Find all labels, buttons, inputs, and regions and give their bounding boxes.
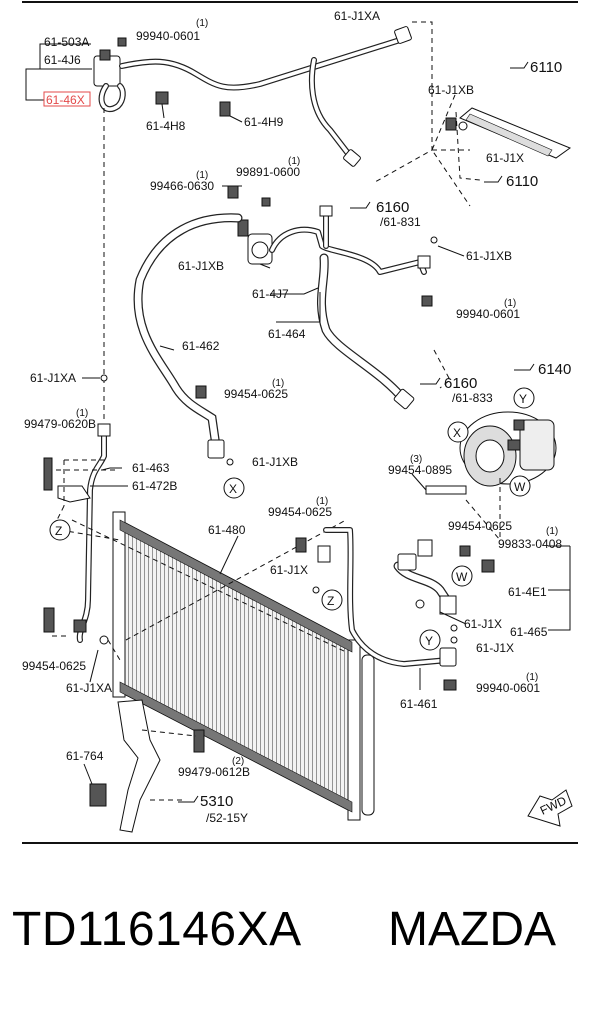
- label-61-4j7: 61-4J7: [252, 287, 289, 301]
- label-61-480: 61-480: [208, 523, 246, 537]
- qty-99940-0601-b: (1): [504, 298, 516, 309]
- svg-text:W: W: [456, 570, 468, 584]
- ref-6110-b: 6110: [506, 173, 538, 190]
- qty-99454-0895: (3): [410, 454, 422, 465]
- label-99833-0408: 99833-0408: [498, 537, 562, 551]
- qty-99454-0625-c: (1): [546, 526, 558, 537]
- qty-99940-0601-a: (1): [196, 18, 208, 29]
- label-61-463: 61-463: [132, 461, 170, 475]
- ref-6110-a: 6110: [530, 59, 562, 76]
- marker-w-compressor: W: [509, 475, 531, 497]
- label-61-4e1: 61-4E1: [508, 585, 547, 599]
- parts-diagram: 61-503A 61-4J6 61-46X (1) 99940-0601 61-…: [22, 1, 578, 844]
- label-99466-0630: 99466-0630: [150, 179, 214, 193]
- compressor: [459, 411, 557, 487]
- qty-99891-0600: (1): [288, 156, 300, 167]
- label-61-831: /61-831: [380, 215, 421, 229]
- ref-6160-a: 6160: [376, 199, 409, 216]
- forward-arrow-icon: FWD: [527, 789, 573, 827]
- label-61-764: 61-764: [66, 749, 104, 763]
- qty-99454-0625-b: (1): [316, 496, 328, 507]
- marker-z-middle: Z: [321, 589, 343, 611]
- label-99940-0601-a: 99940-0601: [136, 29, 200, 43]
- label-99454-0625-c: 99454-0625: [448, 519, 512, 533]
- evaporator-unit: [459, 107, 572, 159]
- label-61-j1x-r2: 61-J1X: [476, 641, 514, 655]
- ref-5310: 5310: [200, 793, 233, 810]
- label-99454-0625-a: 99454-0625: [224, 387, 288, 401]
- label-61-465: 61-465: [510, 625, 548, 639]
- label-61-462: 61-462: [182, 339, 220, 353]
- svg-text:Y: Y: [425, 634, 433, 648]
- label-99940-0601-c: 99940-0601: [476, 681, 540, 695]
- marker-x-upper: X: [223, 477, 245, 499]
- label-61-503a: 61-503A: [44, 35, 89, 49]
- label-61-472b: 61-472B: [132, 479, 177, 493]
- label-61-46x: 61-46X: [46, 93, 85, 107]
- label-61-464: 61-464: [268, 327, 306, 341]
- svg-text:W: W: [514, 480, 526, 494]
- part-number: TD116146XA: [12, 903, 302, 956]
- qty-99479-0620b: (1): [76, 408, 88, 419]
- label-52-15y: /52-15Y: [206, 811, 248, 825]
- qty-99479-0612b: (2): [232, 756, 244, 767]
- label-61-4h9: 61-4H9: [244, 115, 284, 129]
- marker-y-compressor: Y: [513, 387, 535, 409]
- label-99454-0895: 99454-0895: [388, 463, 452, 477]
- condenser: [112, 511, 375, 821]
- label-99454-0625-b: 99454-0625: [268, 505, 332, 519]
- ref-6160-b: 6160: [444, 375, 477, 392]
- marker-x-compressor: X: [447, 421, 469, 443]
- label-61-j1xb-a: 61-J1XB: [178, 259, 224, 273]
- marker-y-lower: Y: [419, 629, 441, 651]
- svg-text:Z: Z: [327, 594, 334, 608]
- qty-99466-0630: (1): [196, 170, 208, 181]
- label-99454-0625-d: 99454-0625: [22, 659, 86, 673]
- label-99479-0612b: 99479-0612B: [178, 765, 250, 779]
- svg-text:X: X: [453, 426, 461, 440]
- qty-99940-0601-c: (1): [526, 672, 538, 683]
- label-61-j1x-top: 61-J1X: [486, 151, 524, 165]
- label-61-461: 61-461: [400, 697, 438, 711]
- label-61-4h8: 61-4H8: [146, 119, 186, 133]
- label-61-j1xb-c: 61-J1XB: [252, 455, 298, 469]
- marker-z-left: Z: [49, 519, 71, 541]
- marker-w-lower: W: [451, 565, 473, 587]
- label-61-j1xa-bot: 61-J1XA: [66, 681, 112, 695]
- label-61-833: /61-833: [452, 391, 493, 405]
- label-99940-0601-b: 99940-0601: [456, 307, 520, 321]
- mounting-bracket: [89, 699, 205, 833]
- ref-6140: 6140: [538, 361, 571, 378]
- label-61-j1xa-left: 61-J1XA: [30, 371, 76, 385]
- service-valve: [227, 185, 273, 265]
- brand-name: MAZDA: [388, 903, 556, 956]
- label-61-j1x-r1: 61-J1X: [464, 617, 502, 631]
- qty-99454-0625-a: (1): [272, 378, 284, 389]
- svg-text:Z: Z: [55, 524, 62, 538]
- label-99891-0600: 99891-0600: [236, 165, 300, 179]
- svg-text:Y: Y: [519, 392, 527, 406]
- bracket-assembly: [393, 539, 495, 615]
- label-61-j1xa-top: 61-J1XA: [334, 9, 380, 23]
- label-61-j1xb-b: 61-J1XB: [466, 249, 512, 263]
- svg-text:X: X: [229, 482, 237, 496]
- label-99479-0620b: 99479-0620B: [24, 417, 96, 431]
- valve-block: [93, 49, 126, 113]
- label-61-j1xb-top: 61-J1XB: [428, 83, 474, 97]
- label-61-j1x-mid: 61-J1X: [270, 563, 308, 577]
- label-61-4j6: 61-4J6: [44, 53, 81, 67]
